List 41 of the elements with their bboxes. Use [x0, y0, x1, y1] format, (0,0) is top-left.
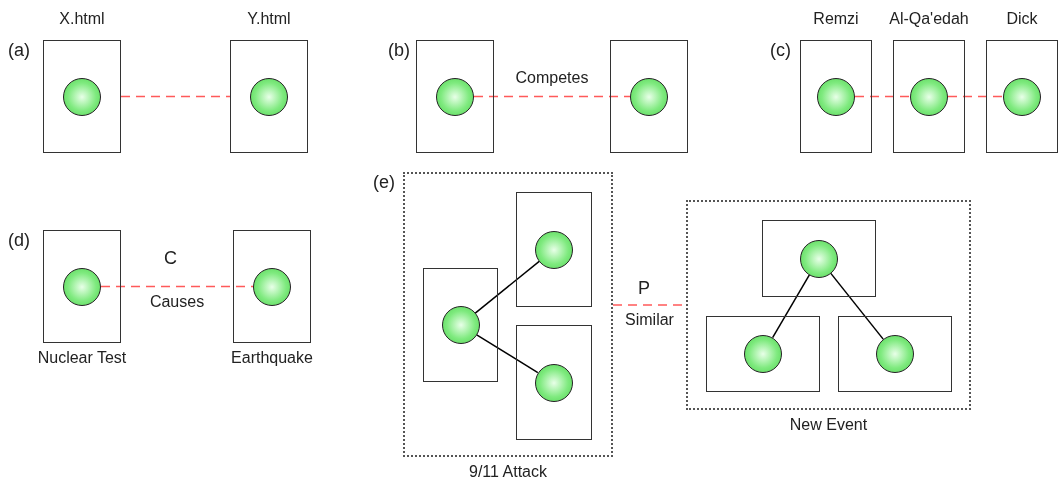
connector-line: [475, 334, 539, 374]
node-heading: New Event: [789, 416, 868, 434]
circle-node: [535, 363, 573, 402]
panel-letter: (b): [388, 40, 410, 61]
node-heading: X.html: [59, 10, 105, 28]
circle-node: [250, 77, 288, 116]
circle-node: [630, 77, 668, 116]
node-heading: Nuclear Test: [37, 349, 127, 367]
circle-node: [436, 77, 474, 116]
circle-node: [800, 239, 838, 278]
panel-letter: (a): [8, 40, 30, 61]
circle-node: [63, 267, 101, 306]
node-heading: 9/11 Attack: [469, 463, 547, 481]
circle-node: [817, 77, 855, 116]
relation-letter: P: [638, 278, 650, 299]
circle-node: [253, 267, 291, 306]
circle-node: [744, 335, 782, 373]
panel-letter: (d): [8, 230, 30, 251]
edge-label: Competes: [513, 68, 591, 87]
connector-line: [474, 260, 540, 314]
circle-node: [876, 335, 914, 373]
relation-letter: C: [164, 248, 177, 269]
node-heading: Earthquake: [231, 349, 313, 367]
node-heading: Remzi: [813, 10, 859, 28]
circle-node: [535, 230, 573, 269]
circle-node: [441, 306, 480, 344]
panel-letter: (e): [373, 172, 395, 193]
dashed-line: [120, 95, 231, 98]
connector-line: [771, 274, 811, 339]
circle-node: [63, 77, 101, 116]
panel-letter: (c): [770, 40, 791, 61]
connector-line: [830, 272, 884, 340]
dashed-line: [100, 285, 254, 288]
circle-node: [910, 77, 948, 116]
dashed-line: [854, 95, 911, 98]
node-heading: Y.html: [247, 10, 291, 28]
circle-node: [1003, 77, 1041, 116]
node-heading: Al-Qa'edah: [889, 10, 969, 28]
dashed-line: [473, 95, 631, 98]
dashed-line: [947, 95, 1004, 98]
node-heading: Dick: [1006, 10, 1038, 28]
